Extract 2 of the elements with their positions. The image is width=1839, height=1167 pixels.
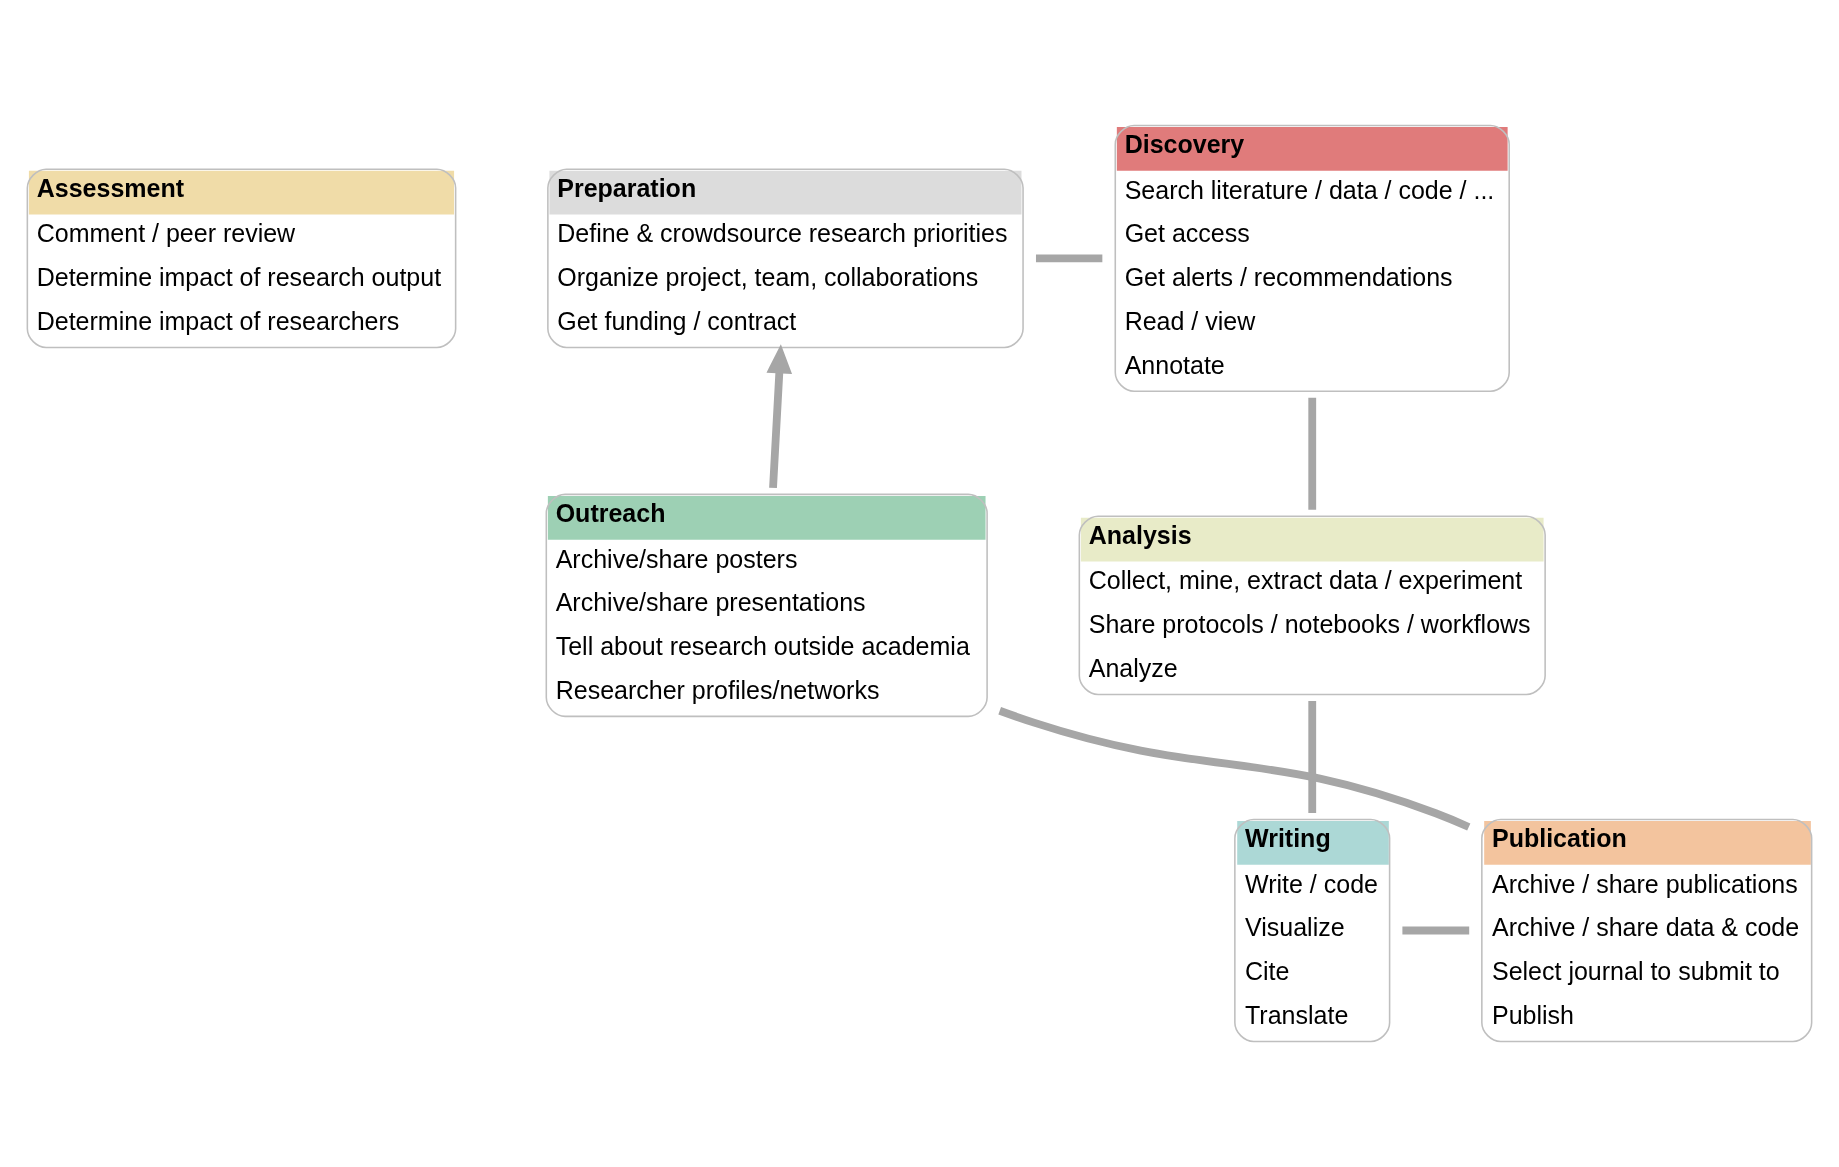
connector: [998, 707, 1471, 831]
arrow: [766, 344, 793, 489]
